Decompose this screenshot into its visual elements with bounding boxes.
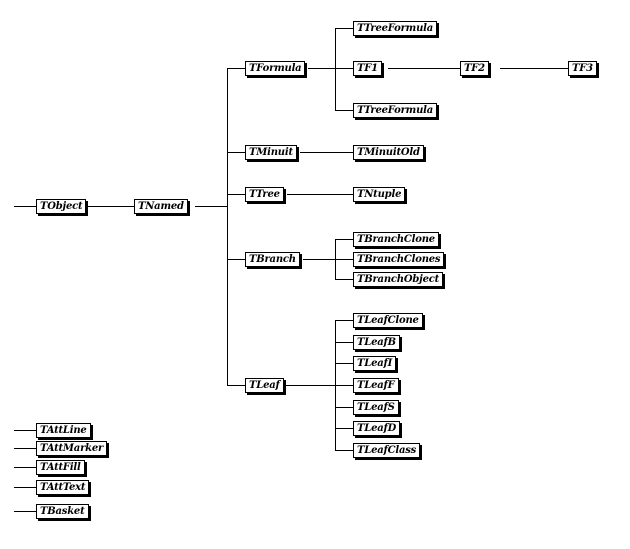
connector-tleaf-tleafi [335,363,353,364]
node-tleafi[interactable]: TLeafI [353,356,397,371]
connector-trunk-vertical [227,68,228,385]
node-tf2[interactable]: TF2 [460,61,489,76]
node-tbranchclones[interactable]: TBranchClones [353,252,445,267]
node-tleaff[interactable]: TLeafF [353,378,399,393]
node-tf1[interactable]: TF1 [353,61,382,76]
connector-stub-tatttext [14,487,36,488]
node-tbranch[interactable]: TBranch [245,252,300,267]
connector-tnamed-trunk [195,206,227,207]
connector-tf1-tf2 [388,68,460,69]
connector-tformula-ttreeformula-top [335,28,353,29]
node-tbranchobject[interactable]: TBranchObject [353,272,444,287]
node-tleafd[interactable]: TLeafD [353,421,401,436]
connector-stub-tattline [14,430,36,431]
node-tleafb[interactable]: TLeafB [353,335,400,350]
connector-stub-tattmarker [14,448,36,449]
node-tminuitold[interactable]: TMinuitOld [353,145,424,160]
connector-tf2-tf3 [500,68,568,69]
node-tbranchclone[interactable]: TBranchClone [353,232,439,247]
connector-tleaf-tleafclone [335,320,353,321]
node-tbasket[interactable]: TBasket [36,504,89,519]
node-tatttext[interactable]: TAttText [36,480,90,495]
connector-tbranch-tbranchobject [335,279,353,280]
node-tattline[interactable]: TAttLine [36,423,91,438]
connector-tleaf-tleafclass [335,450,353,451]
node-ttree[interactable]: TTree [245,187,284,202]
node-tnamed[interactable]: TNamed [134,199,188,214]
connector-stub-tbasket [14,511,36,512]
connector-trunk-tleaf [227,385,245,386]
connector-trunk-ttree [227,194,245,195]
node-ttreeformula-bottom[interactable]: TTreeFormula [353,103,438,118]
node-tleafclone[interactable]: TLeafClone [353,313,423,328]
connector-root-stub [14,206,38,207]
connector-tformula-tf1 [335,68,353,69]
node-tformula[interactable]: TFormula [245,61,306,76]
node-tleafclass[interactable]: TLeafClass [353,443,421,458]
node-tattmarker[interactable]: TAttMarker [36,441,108,456]
connector-ttree-tntuple [287,194,353,195]
node-tleaf[interactable]: TLeaf [245,378,284,393]
node-tntuple[interactable]: TNtuple [353,187,406,202]
node-tf3[interactable]: TF3 [568,61,597,76]
connector-tleaf-tleafd [335,428,353,429]
connector-tformula-out [308,68,335,69]
node-tminuit[interactable]: TMinuit [245,145,297,160]
connector-tleaf-tleafs [335,407,353,408]
connector-tobject-tnamed [84,206,134,207]
connector-tleaf-tleaff [335,385,353,386]
node-tattfill[interactable]: TAttFill [36,460,85,475]
node-ttreeformula-top[interactable]: TTreeFormula [353,21,438,36]
connector-trunk-tformula [227,68,245,69]
connector-tbranch-tbranchclone [335,239,353,240]
connector-trunk-tminuit [227,152,245,153]
connector-stub-tattfill [14,467,36,468]
connector-tleaf-out [286,385,335,386]
connector-tformula-vertical [335,28,336,110]
node-tobject[interactable]: TObject [36,199,87,214]
connector-tbranch-tbranchclones [335,259,353,260]
connector-tminuit-tminuitold [300,152,353,153]
node-tleafs[interactable]: TLeafS [353,400,399,415]
connector-trunk-tbranch [227,259,245,260]
connector-tleaf-tleafb [335,342,353,343]
connector-tbranch-out [303,259,335,260]
connector-tformula-ttreeformula-bottom [335,110,353,111]
